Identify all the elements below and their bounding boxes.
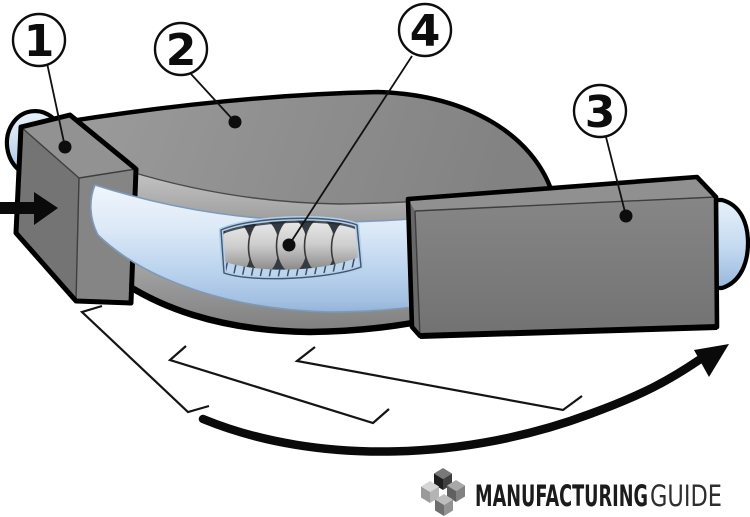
extent-bracket-1 [79, 304, 210, 414]
brand-text-bold: MANUFACTURING [475, 479, 648, 513]
feed-arrow-icon [0, 192, 58, 225]
extent-bracket-3 [294, 346, 583, 412]
logo: MANUFACTURING GUIDE [421, 468, 722, 516]
machine-illustration [0, 89, 750, 339]
leader-lines [46, 55, 627, 246]
leader-line-4 [288, 55, 413, 246]
callout-1: 1 [11, 12, 67, 68]
callout-4: 4 [397, 2, 453, 58]
leader-line-3 [605, 136, 627, 217]
leader-dot-2 [228, 115, 242, 129]
brand-text-light: GUIDE [650, 479, 722, 513]
leader-dot-1 [58, 140, 72, 154]
callout-2: 2 [153, 21, 209, 77]
leader-line-2 [190, 73, 236, 123]
callout-3-number: 3 [585, 87, 616, 138]
callout-3: 3 [572, 83, 628, 139]
callout-2-number: 2 [166, 25, 197, 76]
extent-bracket-2 [167, 345, 390, 425]
cubes-logo-icon [421, 468, 465, 516]
leader-dot-3 [619, 209, 633, 223]
clamp-block-right [405, 174, 720, 339]
callouts: 1 2 3 4 [11, 2, 633, 252]
leader-dots [58, 115, 633, 252]
callout-1-number: 1 [24, 16, 55, 67]
leader-line-1 [46, 62, 66, 148]
leader-dot-4 [282, 238, 296, 252]
rotation-arrow-icon [198, 344, 729, 456]
extent-brackets [79, 304, 583, 425]
callout-4-number: 4 [410, 6, 441, 57]
